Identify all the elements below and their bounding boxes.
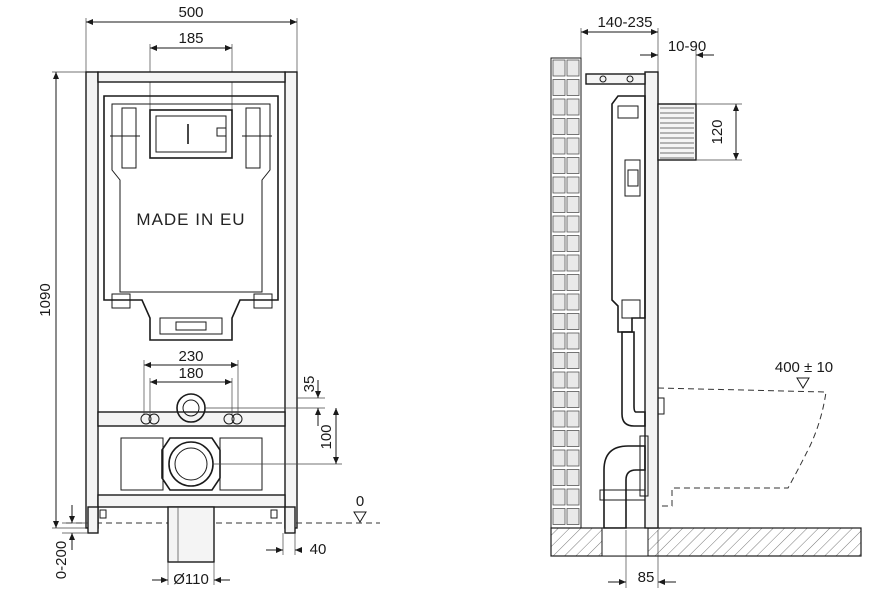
flush-button-opening bbox=[149, 109, 233, 159]
mount-bolt-right-inner bbox=[223, 413, 235, 425]
brick bbox=[566, 196, 580, 213]
brick bbox=[552, 352, 566, 369]
dim-depth-label: 140-235 bbox=[597, 14, 652, 31]
brick bbox=[566, 352, 580, 369]
dim-height-label: 1090 bbox=[37, 283, 54, 316]
brick bbox=[552, 410, 566, 428]
brick bbox=[552, 391, 566, 408]
brick bbox=[566, 449, 580, 467]
brick bbox=[552, 215, 566, 233]
brick bbox=[552, 157, 566, 174]
dim-leg-adjust-label: 0-200 bbox=[53, 541, 70, 579]
brick bbox=[566, 98, 580, 116]
toilet-bowl-outline bbox=[657, 387, 827, 507]
brick bbox=[566, 274, 580, 291]
brick bbox=[552, 293, 566, 311]
brick bbox=[566, 59, 580, 77]
dim-bolts-inner-label: 180 bbox=[178, 365, 203, 382]
brick bbox=[552, 118, 566, 135]
dim-bowl-height-label: 400 ± 10 bbox=[775, 359, 833, 376]
brick bbox=[552, 313, 566, 330]
brick bbox=[566, 215, 580, 233]
brick bbox=[552, 508, 566, 525]
brick bbox=[566, 332, 580, 350]
brick bbox=[566, 391, 580, 408]
brick bbox=[552, 469, 566, 486]
brick bbox=[552, 488, 566, 506]
brick bbox=[552, 449, 566, 467]
tank-label: MADE IN EU bbox=[136, 210, 245, 229]
drain-bend bbox=[603, 445, 646, 529]
brick bbox=[566, 488, 580, 506]
left-foot bbox=[87, 506, 99, 534]
brick bbox=[552, 274, 566, 291]
brick bbox=[566, 430, 580, 447]
dim-offset-35-label: 35 bbox=[301, 376, 318, 393]
brick bbox=[566, 176, 580, 194]
brick bbox=[552, 176, 566, 194]
drain-outlet bbox=[168, 441, 214, 487]
front-view: 500 185 1090 bbox=[37, 4, 380, 588]
right-frame-post bbox=[284, 71, 298, 529]
dim-drain-offset-label: 85 bbox=[638, 569, 655, 586]
dim-width-label: 500 bbox=[178, 4, 203, 21]
brick bbox=[552, 137, 566, 155]
brick-wall bbox=[552, 59, 580, 525]
brick bbox=[552, 235, 566, 252]
side-frame-post bbox=[644, 71, 659, 529]
brick bbox=[566, 157, 580, 174]
brick bbox=[566, 235, 580, 252]
mount-bolt-left-outer bbox=[140, 413, 152, 425]
brick bbox=[566, 469, 580, 486]
brick bbox=[552, 371, 566, 389]
brick bbox=[566, 137, 580, 155]
dim-offset-100-label: 100 bbox=[318, 424, 335, 449]
brick bbox=[566, 371, 580, 389]
brick bbox=[566, 508, 580, 525]
dim-drain-label: Ø110 bbox=[173, 571, 209, 588]
left-frame-post bbox=[85, 71, 99, 529]
brick bbox=[566, 313, 580, 330]
flush-plate bbox=[657, 103, 697, 161]
dim-button-height-label: 120 bbox=[709, 119, 726, 144]
cistern-tank bbox=[103, 95, 279, 341]
dim-spacing-label: 10-90 bbox=[668, 38, 706, 55]
flush-pipe bbox=[621, 331, 646, 427]
dim-foot-label: 40 bbox=[310, 541, 327, 558]
brick bbox=[552, 98, 566, 116]
brick bbox=[552, 79, 566, 96]
dim-bolts-outer-label: 230 bbox=[178, 348, 203, 365]
brick bbox=[552, 332, 566, 350]
brick bbox=[552, 59, 566, 77]
floor-slab bbox=[550, 527, 862, 557]
drain-pipe bbox=[167, 506, 215, 563]
side-view: 140-235 10-90 120 400 ± 1 bbox=[550, 14, 862, 588]
right-foot bbox=[284, 506, 296, 534]
brick bbox=[566, 293, 580, 311]
dim-floor-zero-label: 0 bbox=[356, 493, 364, 510]
top-crossbar bbox=[97, 71, 286, 83]
brick bbox=[566, 254, 580, 272]
brick bbox=[552, 196, 566, 213]
dim-tank-width-label: 185 bbox=[178, 30, 203, 47]
brick bbox=[552, 430, 566, 447]
brick bbox=[566, 118, 580, 135]
mid-crossbar bbox=[97, 411, 286, 427]
brick bbox=[566, 410, 580, 428]
brick bbox=[566, 79, 580, 96]
mount-bolt-right-outer bbox=[231, 413, 243, 425]
mount-bolt-left-inner bbox=[148, 413, 160, 425]
brick bbox=[552, 254, 566, 272]
bottom-crossbar bbox=[97, 494, 286, 508]
